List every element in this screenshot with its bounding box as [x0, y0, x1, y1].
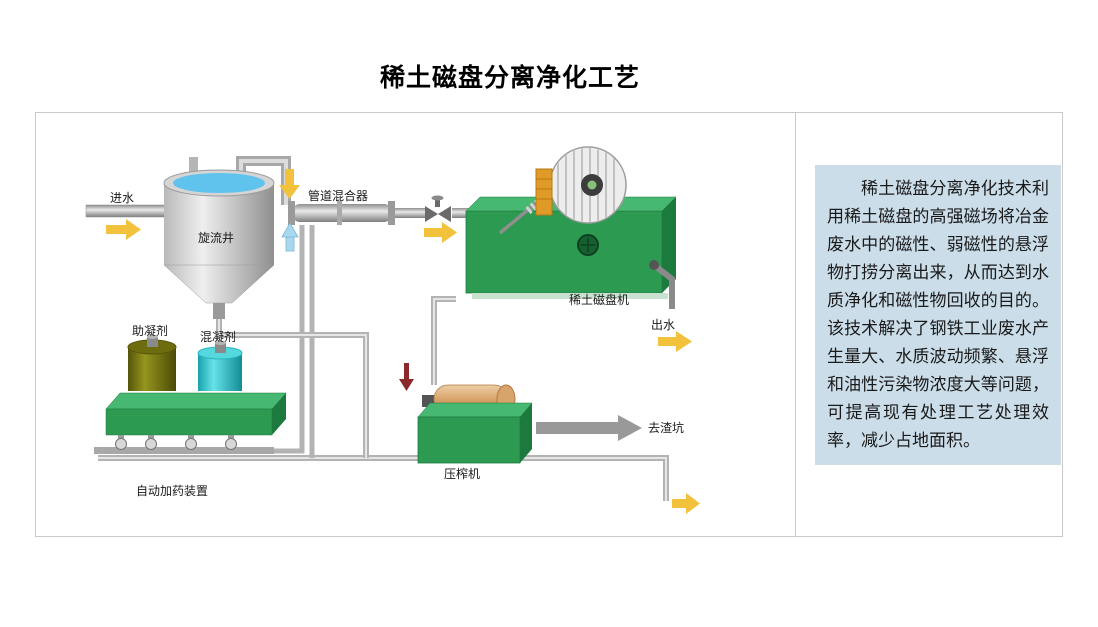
inlet-label: 进水 — [110, 191, 134, 205]
pipe-mixer-label: 管道混合器 — [308, 188, 368, 203]
pipe-network — [98, 225, 669, 501]
content-box: 进水 旋流井 管道混合器 稀土磁盘机 出水 助凝剂 混凝剂 自动加药装置 压榨机… — [35, 112, 1063, 537]
valve — [425, 195, 451, 222]
page-title: 稀土磁盘分离净化工艺 — [379, 64, 640, 92]
slag-arrow — [536, 415, 642, 441]
outlet-arrow — [658, 331, 692, 352]
disk-stack — [549, 146, 627, 224]
bottom-outflow-arrow — [672, 493, 700, 514]
description-cell: 稀土磁盘分离净化技术利用稀土磁盘的高强磁场将冶金废水中的磁性、弱磁性的悬浮物打捞… — [796, 113, 1062, 536]
machine-inlet-arrow — [424, 222, 457, 243]
flow-arrows — [106, 169, 700, 514]
inlet-arrow — [106, 219, 141, 240]
dosing-pump-manifold — [94, 435, 274, 454]
diagram-labels: 进水 旋流井 管道混合器 稀土磁盘机 出水 助凝剂 混凝剂 自动加药装置 压榨机… — [110, 188, 684, 498]
coagulant-tank — [197, 341, 243, 391]
dosing-up-arrow — [281, 222, 299, 252]
cyclone-well-tank — [163, 156, 291, 319]
auto-dosing-device-label: 自动加药装置 — [136, 484, 208, 498]
outlet-label: 出水 — [651, 318, 675, 332]
cyclone-well-label: 旋流井 — [198, 231, 234, 245]
sludge-down-arrow — [399, 363, 414, 391]
pipe-mixer — [288, 201, 472, 225]
mixer-down-arrow — [279, 169, 300, 199]
magnetic-disk-machine — [465, 146, 677, 309]
press-machine-label: 压榨机 — [444, 466, 480, 481]
dosing-station — [94, 335, 287, 454]
coagulant-label: 混凝剂 — [200, 329, 236, 344]
outlet-crank — [649, 260, 675, 309]
process-diagram: 进水 旋流井 管道混合器 稀土磁盘机 出水 助凝剂 混凝剂 自动加药装置 压榨机… — [36, 113, 796, 536]
slag-pit-label: 去渣坑 — [648, 420, 684, 435]
process-diagram-svg: 进水 旋流井 管道混合器 稀土磁盘机 出水 助凝剂 混凝剂 自动加药装置 压榨机… — [85, 146, 700, 514]
description-text: 稀土磁盘分离净化技术利用稀土磁盘的高强磁场将冶金废水中的磁性、弱磁性的悬浮物打捞… — [827, 179, 1049, 450]
magnetic-disk-machine-label: 稀土磁盘机 — [569, 292, 629, 307]
description-panel: 稀土磁盘分离净化技术利用稀土磁盘的高强磁场将冶金废水中的磁性、弱磁性的悬浮物打捞… — [815, 165, 1061, 465]
coagulant-aid-tank — [127, 335, 177, 391]
coagulant-aid-label: 助凝剂 — [132, 323, 168, 338]
scraper-chute — [535, 168, 553, 216]
press-machine — [417, 384, 533, 464]
water-surface — [173, 173, 265, 193]
